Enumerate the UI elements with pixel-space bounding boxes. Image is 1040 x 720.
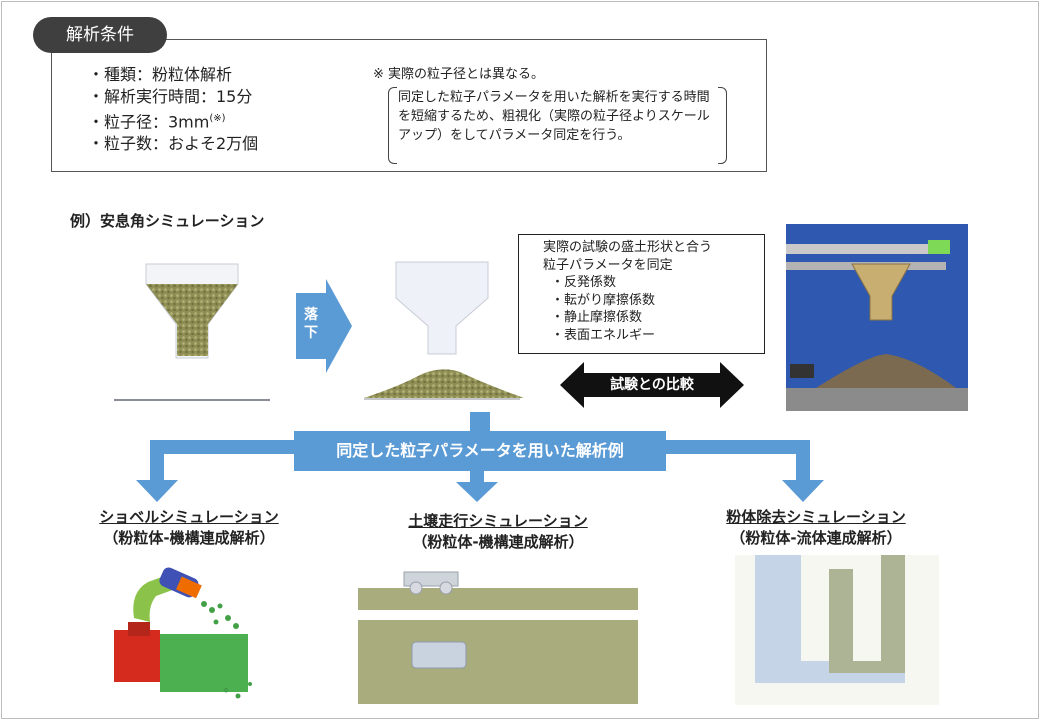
condition-runtime: ・解析実行時間：15分 [88,87,253,106]
param-item: ・反発係数 [551,275,617,290]
shovel-sim-image [114,567,252,699]
conditions-box [51,39,767,172]
analysis-banner: 同定した粒子パラメータを用いた解析例 [294,431,666,471]
example-heading: 例）安息角シミュレーション [70,212,265,230]
note-title: ※ 実際の粒子径とは異なる。 [373,67,545,82]
drop-arrow [296,279,352,373]
note-bracket-right [718,87,727,164]
soil-sim-image [358,571,638,704]
conditions-list: ・種類：粉粒体解析 ・解析実行時間：15分 ・粒子径：3mm(※) ・粒子数：お… [88,64,258,155]
compare-arrow [560,362,744,408]
powder-sim-image [735,555,939,705]
condition-particle-count: ・粒子数：およそ2万個 [88,134,259,154]
note-mark: (※) [209,113,226,124]
param-item: ・転がり摩擦係数 [551,292,656,308]
condition-particle-size: ・粒子径：3mm(※) [88,112,226,132]
note-body: 同定した粒子パラメータを用いた解析を実行する時間を短縮するため、粗視化（実際の粒… [398,90,710,143]
param-line-2: 粒子パラメータを同定 [543,257,673,273]
condition-type: ・種類：粉粒体解析 [88,65,233,84]
analysis-title-shovel: ショベルシミュレーション （粉粒体-機構連成解析） [99,508,279,547]
param-line-1: 実際の試験の盛土形状と合う [543,240,713,255]
note-bracket-left [388,87,397,164]
conditions-tag: 解析条件 [33,17,167,53]
analysis-title-soil: 土壌走行シミュレーション （粉粒体-機構連成解析） [408,512,588,551]
param-item: ・表面エネルギー [551,327,656,343]
param-item: ・静止摩擦係数 [551,310,643,325]
compare-label: 試験との比較 [610,377,694,393]
test-photo [786,224,968,411]
parameter-box: 実際の試験の盛土形状と合う 粒子パラメータを同定 ・反発係数 ・転がり摩擦係数 … [518,234,765,354]
analysis-title-powder: 粉体除去シミュレーション （粉粒体-流体連成解析） [726,508,906,547]
hopper-before-image [114,263,270,401]
drop-label: 落 下 [304,307,318,341]
hopper-after-image [364,261,524,400]
